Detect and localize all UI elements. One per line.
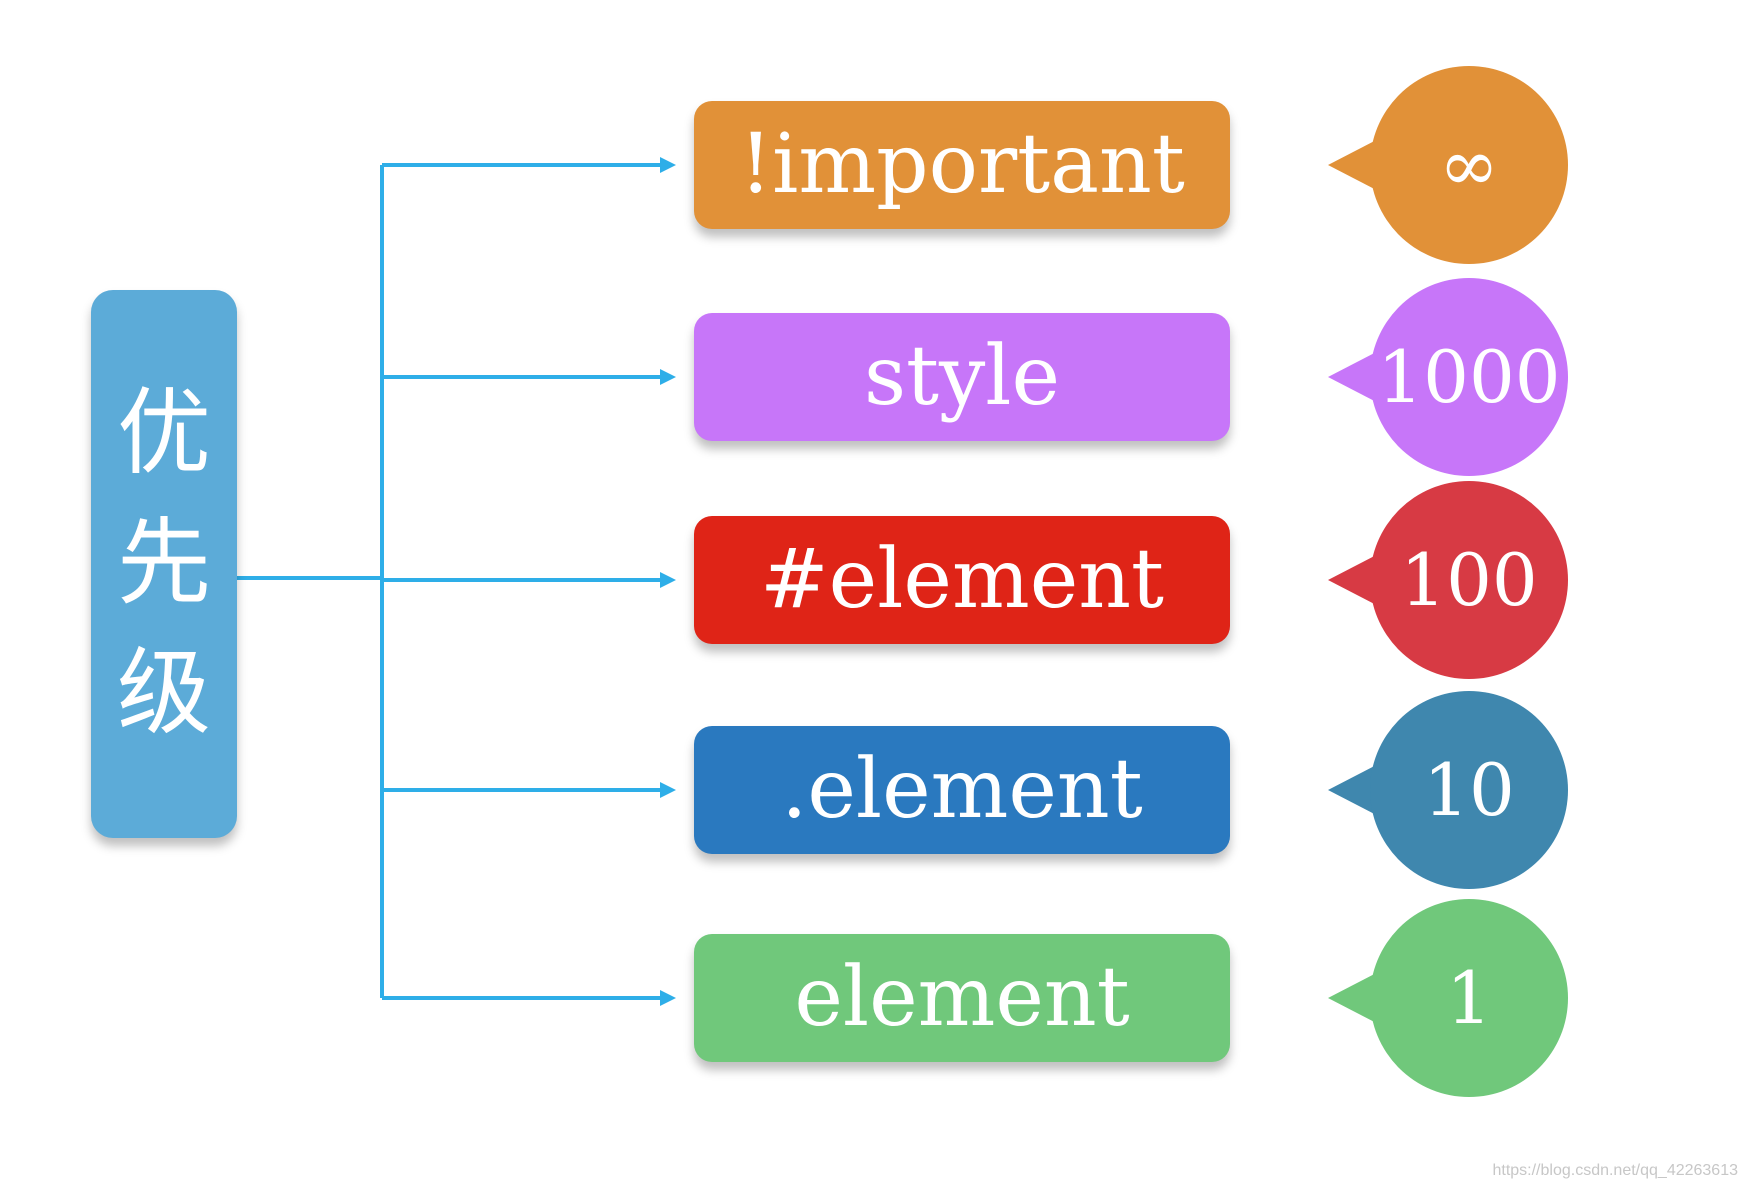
selector-box: style xyxy=(694,313,1230,441)
selector-label: .element xyxy=(781,742,1143,837)
selector-box: element xyxy=(694,934,1230,1062)
weight-value: 1 xyxy=(1446,956,1492,1040)
selector-label: #element xyxy=(759,532,1165,627)
selector-label: !important xyxy=(739,117,1185,212)
weight-value: 100 xyxy=(1400,538,1538,622)
weight-value: 10 xyxy=(1423,748,1515,832)
selector-box: !important xyxy=(694,101,1230,229)
weight-badge: 100 xyxy=(1370,481,1568,679)
weight-badge: 1 xyxy=(1370,899,1568,1097)
weight-badge: ∞ xyxy=(1370,66,1568,264)
watermark: https://blog.csdn.net/qq_42263613 xyxy=(1492,1162,1738,1179)
priority-root-label: 优先级 xyxy=(116,379,211,748)
weight-badge: 1000 xyxy=(1370,278,1568,476)
weight-badge: 10 xyxy=(1370,691,1568,889)
selector-box: .element xyxy=(694,726,1230,854)
weight-value: 1000 xyxy=(1377,335,1561,419)
priority-root-box: 优先级 xyxy=(91,290,237,838)
weight-value: ∞ xyxy=(1439,123,1499,207)
selector-box: #element xyxy=(694,516,1230,644)
selector-label: element xyxy=(794,950,1130,1045)
selector-label: style xyxy=(863,329,1061,424)
